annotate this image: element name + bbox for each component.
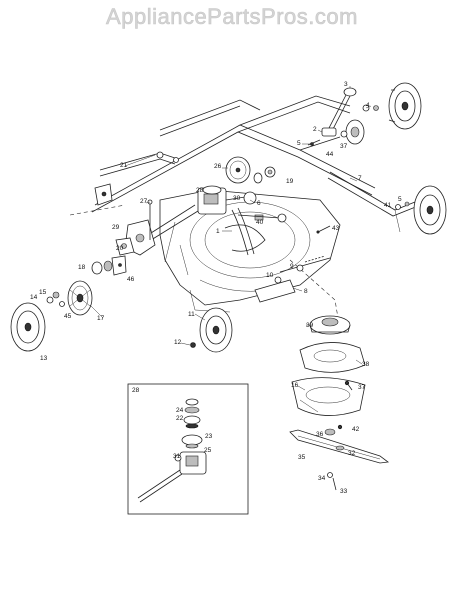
blade-adapter-36 [324,424,343,436]
callout-28: 28 [196,187,204,194]
callout-12: 12 [174,339,182,346]
callout-44: 44 [326,151,334,158]
housing-16 [291,377,366,416]
callout-4: 4 [366,102,370,109]
blade-bolt [327,472,337,491]
callout-37-blade-stack: 37 [358,384,366,391]
callout-3: 3 [344,81,348,88]
callout-43: 43 [332,225,340,232]
handle-upper [91,95,376,213]
callout-37: 37 [340,143,348,150]
transmission-inset [127,383,249,515]
callout-27: 27 [140,198,148,205]
callout-17: 17 [97,315,105,322]
callout-29: 29 [112,224,120,231]
rear-right-wheel-hardware [307,104,379,146]
blade-35 [289,429,390,464]
callout-14: 14 [30,294,38,301]
bracket-21 [94,183,113,206]
front-wheel-11 [190,307,233,353]
callout-5: 5 [297,140,301,147]
drive-belt [231,207,287,256]
callout-2: 2 [313,126,317,133]
callout-16: 16 [291,382,299,389]
callout-18: 18 [78,264,86,271]
left-wheel-hardware [91,172,263,276]
callout-35: 35 [298,454,306,461]
front-right-wheel [413,185,447,235]
callout-26: 26 [214,163,222,170]
leader-lines [89,86,372,391]
callout-22: 22 [176,415,184,422]
watermark: AppliancePartsPros.com [106,4,358,30]
baffle-38 [299,342,366,373]
cable-43 [316,225,331,234]
left-drive-bracket [115,199,156,256]
height-adjust-lever [321,87,357,137]
callout-46: 46 [127,276,135,283]
callout-11: 11 [188,311,195,318]
callout-40: 40 [256,219,264,226]
rear-right-wheel [388,82,422,130]
inset-label: 28 [132,387,140,394]
front-height-adjust [254,255,331,303]
callout-9: 9 [290,263,294,270]
callout-8: 8 [304,288,308,295]
handle-left [99,151,179,177]
callout-24: 24 [176,407,184,414]
blade-adapter-39 [309,315,351,335]
left-wheel-13 [10,302,46,352]
callout-33: 33 [340,488,348,495]
callout-15: 15 [39,289,47,296]
handle-lower-right [327,171,421,233]
callout-25: 25 [204,447,212,454]
callout-42: 42 [352,426,360,433]
gear-wheel-17 [67,280,93,316]
callout-6: 6 [257,200,261,207]
fastener-37 [344,380,353,391]
callout-20: 20 [116,245,124,252]
callout-23: 23 [205,433,213,440]
callout-13: 13 [40,355,48,362]
callout-7: 7 [358,175,362,182]
callout-1: 1 [216,228,220,235]
callout-5-front: 5 [398,196,402,203]
callout-19: 19 [286,178,294,185]
callout-34: 34 [318,475,326,482]
callout-38: 38 [362,361,370,368]
callout-39: 39 [306,322,314,329]
front-right-wheel-hardware [395,201,410,210]
mower-deck [159,189,341,313]
callout-45: 45 [64,313,72,320]
pulley-26 [225,156,276,184]
callout-labels: 1 2 3 4 5 6 7 8 9 10 11 12 13 14 15 16 1… [30,81,402,495]
callout-30: 30 [233,195,241,202]
hub-washers [46,291,65,307]
callout-36: 36 [316,431,324,438]
callout-32: 32 [348,450,356,457]
callout-10: 10 [266,272,274,279]
callout-41: 41 [384,202,392,209]
callout-31: 31 [173,453,181,460]
transmission [139,185,257,246]
callout-21: 21 [120,162,128,169]
